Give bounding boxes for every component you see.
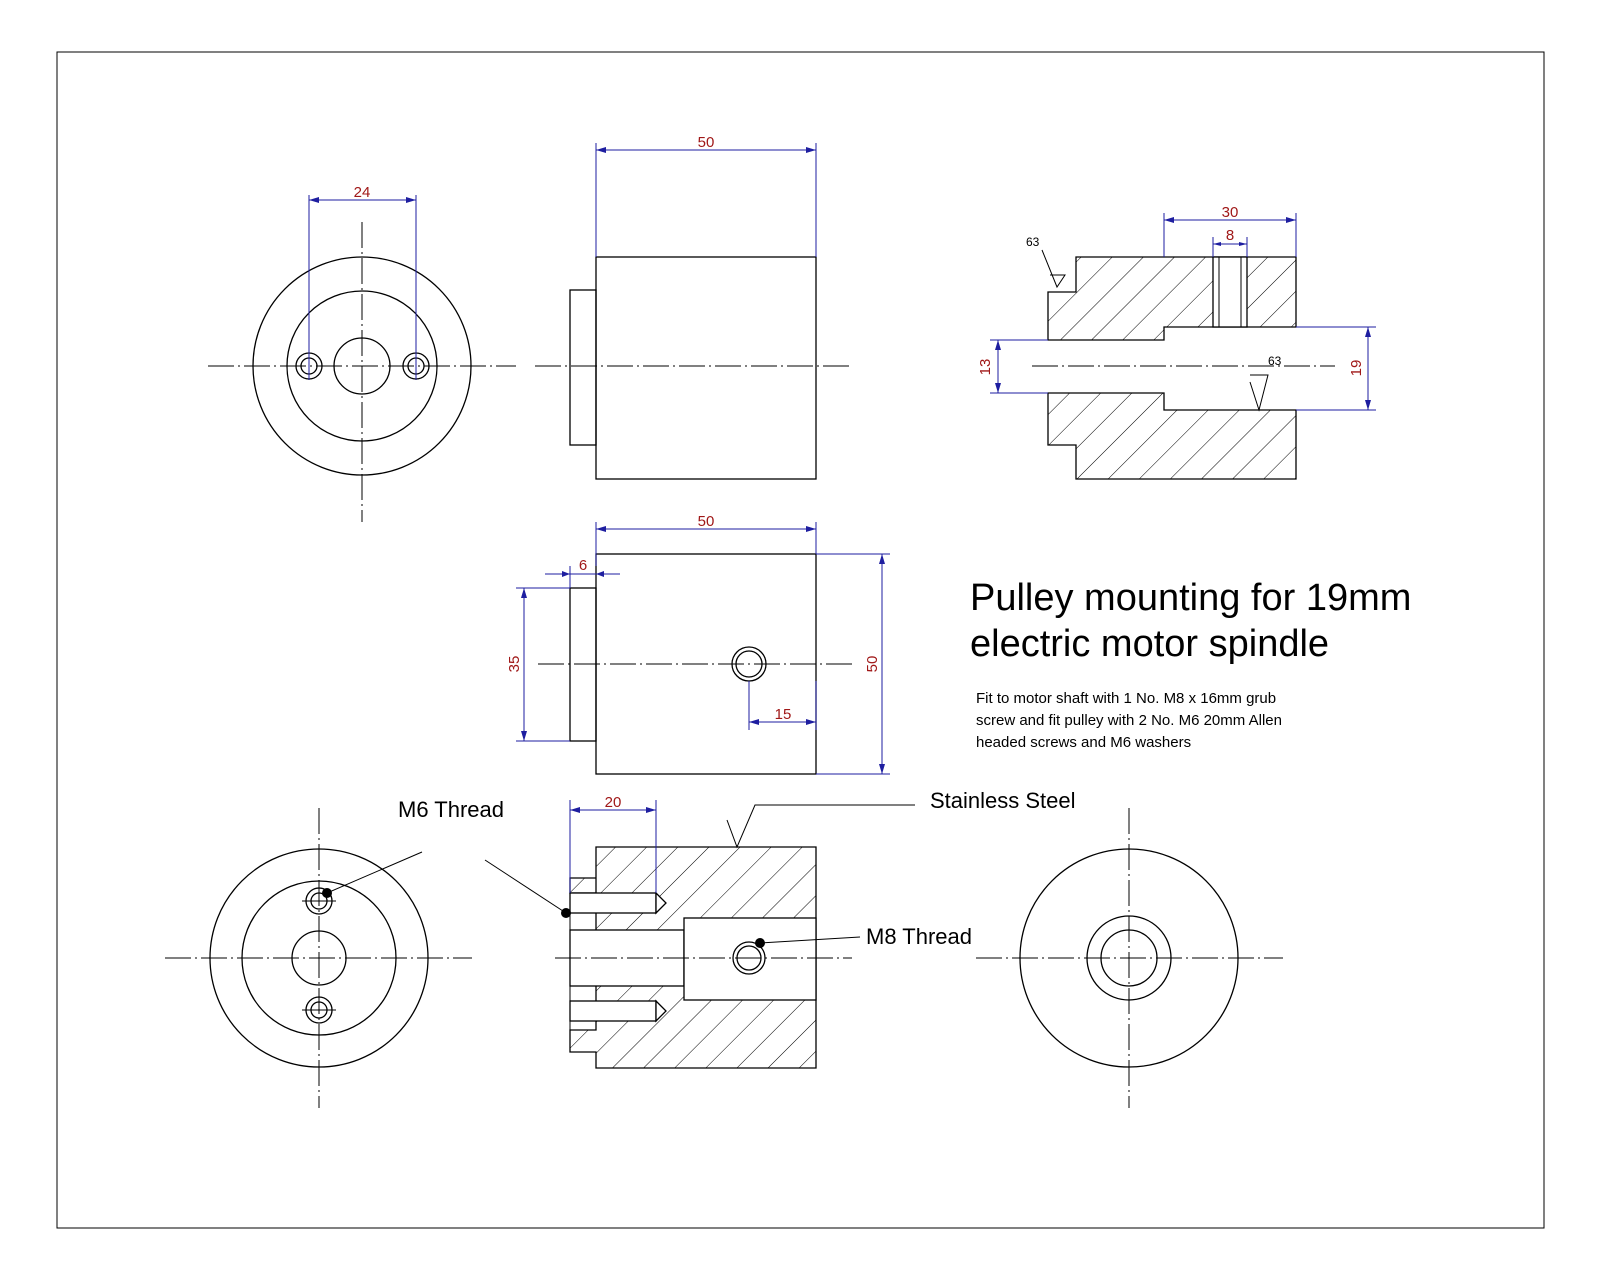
side-view-middle: 50 6 35 50 15 [506, 513, 890, 775]
dim-pcd-24: 24 [354, 184, 371, 201]
label-material: Stainless Steel [930, 788, 1076, 813]
dim-bore-13: 13 [977, 359, 994, 376]
dim-length-30: 30 [1222, 204, 1239, 221]
dim-slot-8: 8 [1226, 227, 1234, 244]
dim-offset-15: 15 [775, 706, 792, 723]
title-line-1: Pulley mounting for 19mm [970, 577, 1411, 619]
dim-length-50-top: 50 [698, 134, 715, 151]
dim-boss-35: 35 [506, 656, 523, 673]
dim-height-50: 50 [864, 656, 881, 673]
section-view-bottom: 20 [484, 794, 915, 1069]
end-view-bottom-right [976, 808, 1283, 1108]
title-line-2: electric motor spindle [970, 623, 1329, 665]
dim-length-50-mid: 50 [698, 513, 715, 530]
end-view-top-left: 24 [208, 184, 516, 522]
end-view-bottom-left [165, 808, 472, 1108]
note-line-2: screw and fit pulley with 2 No. M6 20mm … [976, 712, 1282, 729]
dim-thread-depth-20: 20 [605, 794, 622, 811]
dim-step-6: 6 [579, 557, 587, 574]
sheet-border [56, 51, 1545, 1229]
section-view-top-right: 30 8 13 19 63 63 [977, 204, 1376, 480]
label-m8-thread: M8 Thread [866, 924, 972, 949]
label-m6-thread: M6 Thread [398, 797, 504, 822]
surface-finish-1: 63 [1026, 235, 1040, 249]
note-line-3: headed screws and M6 washers [976, 734, 1191, 751]
side-view-top: 50 [535, 134, 852, 480]
surface-finish-2: 63 [1268, 354, 1282, 368]
dim-bore-19: 19 [1348, 360, 1365, 377]
note-line-1: Fit to motor shaft with 1 No. M8 x 16mm … [976, 690, 1276, 707]
